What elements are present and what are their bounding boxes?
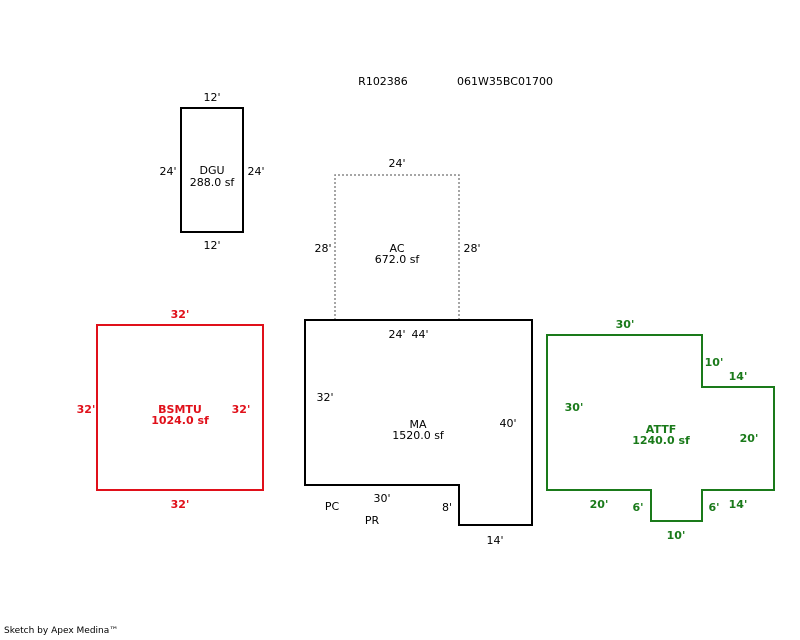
- ma-area-value: 1520.0 sf: [392, 429, 445, 442]
- ac-outline: [334, 174, 460, 320]
- pc-label: PC: [325, 500, 340, 513]
- attf-area-value: 1240.0 sf: [632, 434, 690, 447]
- dgu-dim-left: 24': [159, 165, 176, 178]
- bsmtu-dim-right: 32': [232, 403, 251, 416]
- attf-dim-bump-left: 6': [632, 501, 643, 514]
- footer-credit: Sketch by Apex Medina™: [4, 626, 119, 636]
- dgu-dim-right: 24': [247, 165, 264, 178]
- ac-dim-left: 28': [314, 242, 331, 255]
- bsmtu-outline: [96, 324, 264, 491]
- dgu-outline: [180, 107, 244, 233]
- attf-dim-bottom-right: 14': [729, 498, 748, 511]
- bsmtu-dim-bottom: 32': [171, 498, 190, 511]
- ma-dim-notch-side: 8': [442, 501, 452, 514]
- bsmtu-dim-left: 32': [77, 403, 96, 416]
- dgu-area: 12' 12' 24' 24' DGU 288.0 sf: [159, 91, 264, 252]
- pr-label: PR: [365, 514, 380, 527]
- dgu-dim-top: 12': [203, 91, 220, 104]
- ma-dim-left: 32': [316, 391, 333, 404]
- ac-dim-right: 28': [463, 242, 480, 255]
- ma-name: MA: [409, 418, 426, 431]
- attf-dim-bump-bottom: 10': [667, 529, 686, 542]
- map-number: 061W35BC01700: [457, 75, 553, 88]
- parcel-id: R102386: [358, 75, 408, 88]
- attf-outline: [546, 334, 775, 522]
- attf-dim-left: 30': [565, 401, 584, 414]
- attf-dim-bottom-left: 20': [590, 498, 609, 511]
- ma-dim-notch-bottom: 14': [486, 534, 503, 547]
- bsmtu-area-value: 1024.0 sf: [151, 414, 209, 427]
- ac-dim-top: 24': [388, 157, 405, 170]
- bsmtu-area: 32' 32' 32' 32' BSMTU 1024.0 sf: [77, 308, 264, 511]
- ma-dim-right: 40': [499, 417, 516, 430]
- dgu-name: DGU: [199, 164, 224, 177]
- attf-dim-step-side: 10': [705, 356, 724, 369]
- dgu-area-value: 288.0 sf: [190, 176, 236, 189]
- ac-area: 24' 28' 28' AC 672.0 sf: [314, 157, 481, 320]
- dgu-dim-bottom: 12': [203, 239, 220, 252]
- ma-dim-top-a: 24': [388, 328, 405, 341]
- ma-dim-top-b: 44': [411, 328, 428, 341]
- ma-area: 24' 44' 32' 40' 30' 8' 14' MA 1520.0 sf: [304, 319, 533, 547]
- ac-area-value: 672.0 sf: [375, 253, 421, 266]
- ac-name: AC: [389, 242, 404, 255]
- attf-dim-bump-right: 6': [708, 501, 719, 514]
- attf-name: ATTF: [646, 423, 676, 436]
- attf-dim-right: 20': [740, 432, 759, 445]
- ma-dim-bottom: 30': [373, 492, 390, 505]
- ma-outline: [304, 319, 533, 526]
- attf-dim-top: 30': [616, 318, 635, 331]
- bsmtu-dim-top: 32': [171, 308, 190, 321]
- attf-area: 30' 10' 14' 30' 20' 20' 6' 10' 6' 14' AT…: [546, 318, 775, 542]
- attf-dim-step-top: 14': [729, 370, 748, 383]
- bsmtu-name: BSMTU: [158, 403, 202, 416]
